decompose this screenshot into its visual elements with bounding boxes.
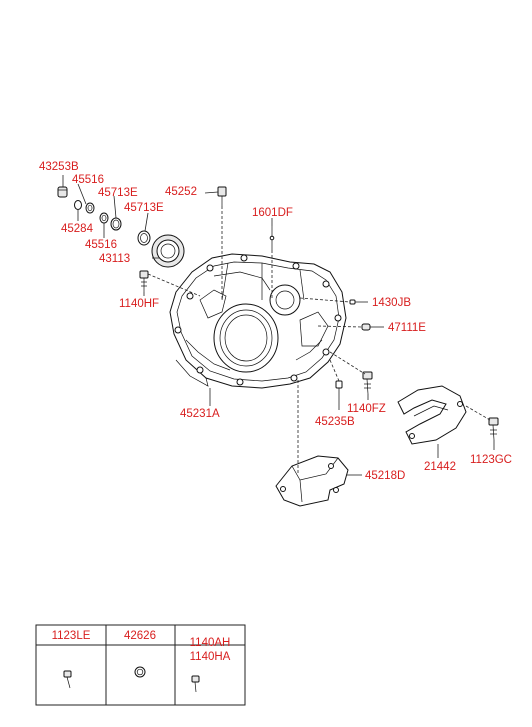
transaxle-case-45231A [169,253,347,389]
label-1123GC: 1123GC [470,454,512,466]
bolt-1140FZ [362,371,373,395]
label-1601DF: 1601DF [252,207,293,219]
ring-45713Ea [110,217,122,231]
clip-1430JB [349,299,356,305]
label-45252: 45252 [165,186,197,198]
label-1430JB: 1430JB [372,297,411,309]
bolt-1140HF [139,270,149,292]
label-45516a: 45516 [72,174,104,186]
label-45231A: 45231A [180,408,220,420]
table-header-1140HA: 1140HA [190,651,231,663]
label-47111E: 47111E [388,322,426,334]
label-1140HF: 1140HF [119,298,159,310]
ring-45516a [85,202,95,214]
bolt-1123GC [488,417,499,441]
cover-21442 [397,385,467,445]
plug-47111E [361,323,371,331]
label-45713Ea: 45713E [98,187,138,199]
ring-45284 [74,200,82,210]
label-1140FZ: 1140FZ [347,403,386,415]
table-header-42626: 42626 [124,630,156,642]
label-45284: 45284 [61,223,94,235]
oil-seal-43113 [151,234,185,268]
label-43113: 43113 [99,253,130,265]
pin-45235B [335,380,343,389]
table-header-1123LE: 1123LE [52,630,91,642]
label-45235B: 45235B [315,416,355,428]
plug-45252 [217,186,227,206]
label-45516b: 45516 [85,239,117,251]
ring-45516b [99,212,109,224]
parts-table: 1123LE 42626 1140AH 1140HA [35,624,246,706]
label-43253B: 43253B [39,161,79,173]
seal-45713Eb [137,230,151,246]
cap-43253B [57,186,68,198]
ring-42626-icon [134,666,146,678]
label-45713Eb: 45713E [124,202,164,214]
bolt-1140AH-icon [191,675,200,693]
part-labels: 43253B 45516 45713E 45284 45713E 45516 4… [39,161,512,482]
label-45218D: 45218D [365,470,405,482]
screw-1123LE-icon [63,670,72,689]
label-21442: 21442 [424,461,456,473]
leader-lines [62,175,495,476]
table-header-1140AH: 1140AH [190,637,231,649]
pin-1601DF [269,226,275,250]
bracket-45218D [275,455,349,507]
